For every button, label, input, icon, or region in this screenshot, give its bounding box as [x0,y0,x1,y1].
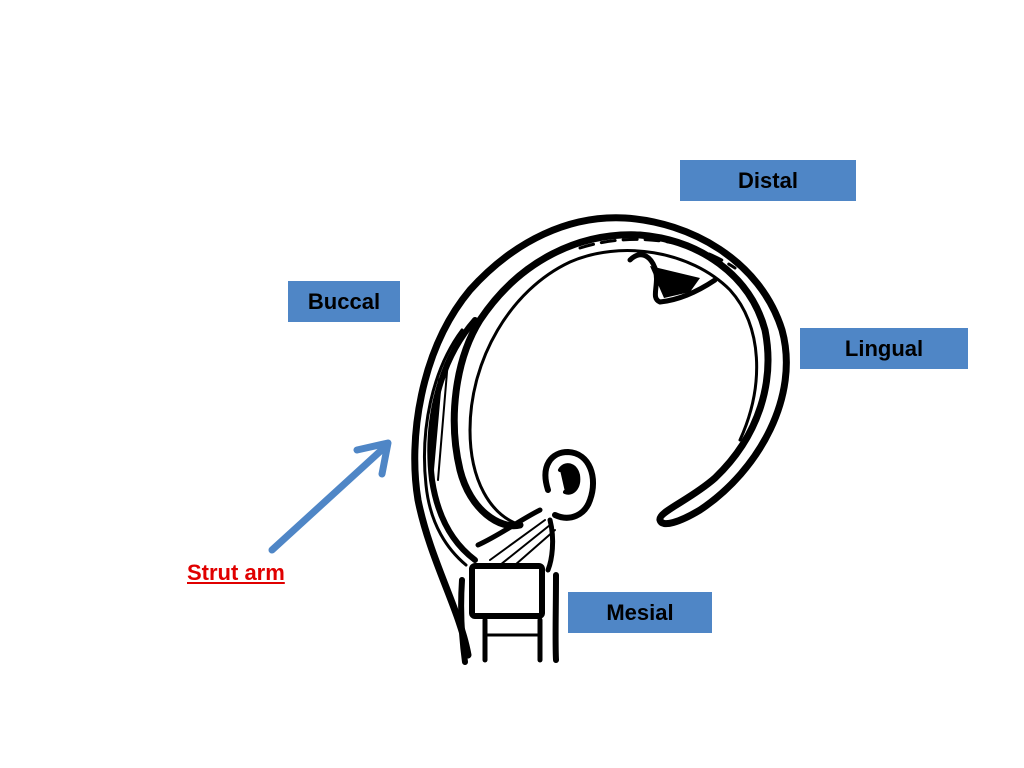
buccal-label: Buccal [288,281,400,322]
clasp-body [411,214,790,659]
mesial-knob [542,448,596,521]
distal-label: Distal [680,160,856,201]
distal-label-text: Distal [738,167,798,193]
strut-arm-arrow [268,439,392,554]
mesial-label-text: Mesial [606,599,674,625]
clasp-outer-contour [411,214,790,659]
buccal-label-text: Buccal [307,288,381,314]
minor-connector [458,507,559,665]
lingual-label-text: Lingual [844,335,924,361]
clasp-inner-contour [468,249,759,527]
mesial-label: Mesial [568,592,712,633]
strut-arm-label: Strut arm [187,560,285,585]
lingual-label: Lingual [800,328,968,369]
occlusal-rest [627,252,718,305]
